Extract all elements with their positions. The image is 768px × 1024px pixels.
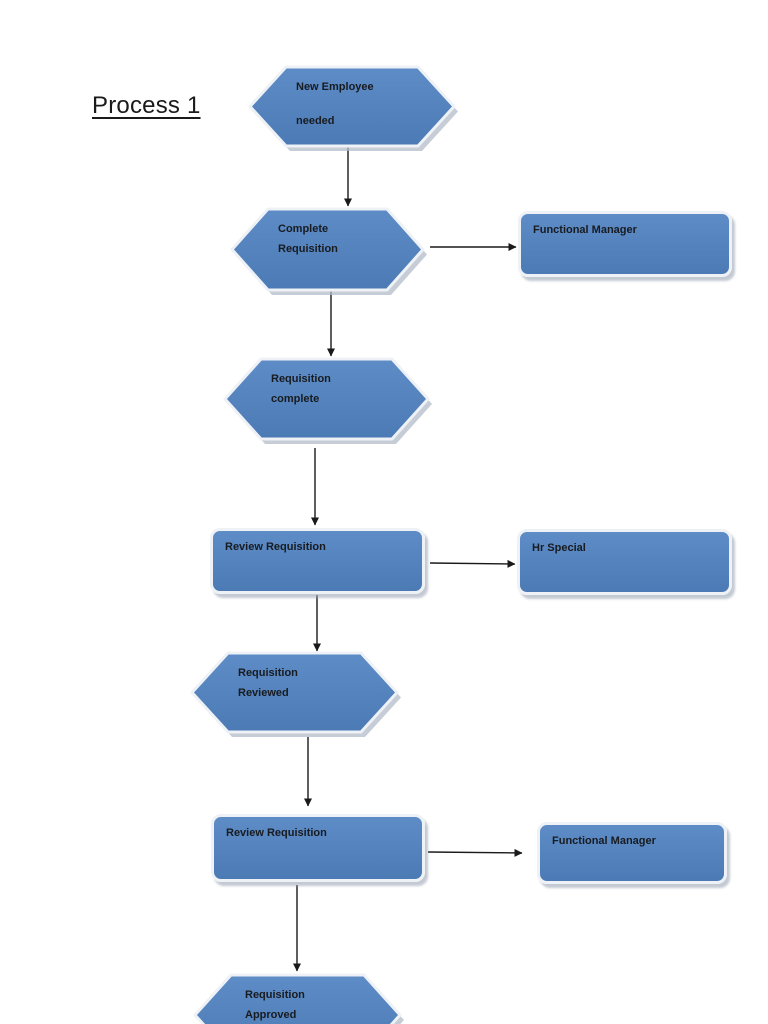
flow-node-review-requisition-1[interactable]: Review Requisition bbox=[210, 528, 425, 594]
node-label-line: complete bbox=[271, 393, 320, 405]
node-label: Requisition complete bbox=[225, 359, 428, 409]
node-label-line: Reviewed bbox=[238, 687, 289, 699]
flow-node-requisition-approved[interactable]: Requisition Approved bbox=[193, 973, 404, 1024]
connector-review-to-hr-special bbox=[429, 559, 516, 568]
flow-node-hr-special[interactable]: Hr Special bbox=[517, 529, 732, 595]
hexagon-shape bbox=[223, 357, 432, 444]
flow-node-functional-manager-2[interactable]: Functional Manager bbox=[537, 822, 727, 884]
flow-node-new-employee-needed[interactable]: New Employee needed bbox=[248, 65, 458, 151]
node-label-line: New Employee bbox=[296, 81, 374, 93]
flow-node-complete-requisition[interactable]: Complete Requisition bbox=[230, 207, 427, 295]
node-label-line: Approved bbox=[245, 1009, 297, 1021]
hexagon-shape bbox=[190, 651, 401, 737]
node-label: Requisition Reviewed bbox=[192, 653, 397, 703]
flow-node-review-requisition-2[interactable]: Review Requisition bbox=[211, 814, 425, 882]
page-title: Process 1 bbox=[92, 92, 201, 119]
node-label: Review Requisition bbox=[225, 541, 326, 553]
flow-node-requisition-reviewed[interactable]: Requisition Reviewed bbox=[190, 651, 401, 737]
node-label-line: Requisition bbox=[238, 667, 298, 679]
node-label: Hr Special bbox=[532, 542, 586, 554]
node-label-line: needed bbox=[296, 115, 335, 127]
flow-node-requisition-complete[interactable]: Requisition complete bbox=[223, 357, 432, 444]
node-label: Review Requisition bbox=[226, 827, 327, 839]
node-label: Requisition Approved bbox=[195, 975, 400, 1024]
node-label-line: Complete bbox=[278, 223, 329, 235]
node-label-line: Requisition bbox=[271, 373, 331, 385]
node-label: Functional Manager bbox=[552, 835, 656, 847]
connector-review2-to-functional-manager2 bbox=[427, 848, 523, 857]
hexagon-shape bbox=[193, 973, 404, 1024]
flow-node-functional-manager-1[interactable]: Functional Manager bbox=[518, 211, 732, 277]
node-label-line: Requisition bbox=[245, 989, 305, 1001]
hexagon-shape bbox=[248, 65, 458, 151]
node-label: Complete Requisition bbox=[232, 209, 423, 259]
hexagon-shape bbox=[230, 207, 427, 295]
node-label: Functional Manager bbox=[533, 224, 637, 236]
node-label-line: Requisition bbox=[278, 243, 338, 255]
node-label: New Employee needed bbox=[250, 67, 454, 131]
